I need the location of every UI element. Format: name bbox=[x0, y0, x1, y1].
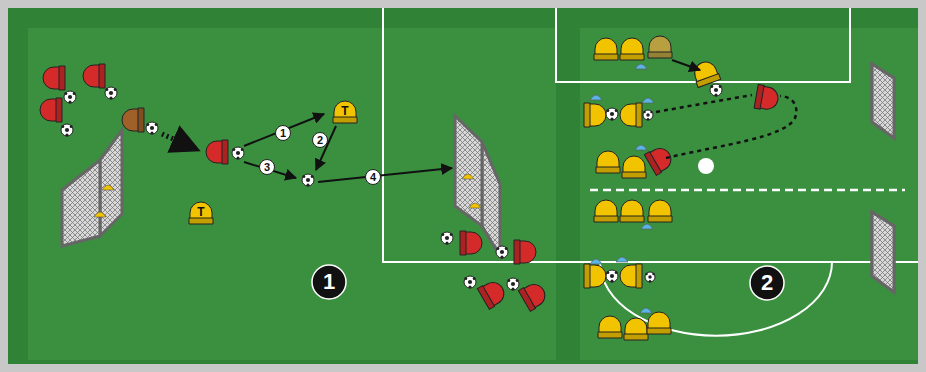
player bbox=[644, 144, 675, 176]
cone bbox=[635, 145, 647, 150]
callout-circle: 4 bbox=[365, 169, 381, 185]
ball bbox=[507, 278, 519, 291]
ball bbox=[464, 276, 476, 289]
movement-line bbox=[656, 95, 752, 112]
section-number-text: 2 bbox=[761, 272, 773, 294]
pitch bbox=[8, 8, 918, 364]
cone bbox=[590, 95, 602, 100]
player bbox=[43, 66, 65, 90]
player bbox=[620, 200, 644, 222]
callout-number: 1 bbox=[280, 128, 286, 139]
player bbox=[754, 84, 780, 111]
movement-line bbox=[672, 60, 700, 70]
goal bbox=[455, 116, 500, 256]
cone bbox=[462, 174, 474, 179]
player bbox=[584, 103, 606, 127]
player bbox=[622, 156, 646, 178]
player bbox=[620, 103, 642, 127]
ball bbox=[302, 174, 314, 187]
player bbox=[620, 264, 642, 288]
trainer-mark: T bbox=[341, 105, 348, 117]
player bbox=[594, 38, 618, 60]
callout-number: 4 bbox=[370, 172, 376, 183]
cone bbox=[616, 257, 628, 262]
movement-line bbox=[666, 96, 796, 158]
cone bbox=[102, 185, 114, 190]
goal bbox=[872, 64, 894, 292]
player bbox=[477, 278, 508, 310]
ball bbox=[645, 272, 655, 283]
cone bbox=[641, 224, 653, 229]
callout-number: 2 bbox=[317, 135, 323, 146]
cone bbox=[94, 212, 106, 217]
player bbox=[122, 108, 144, 132]
ball bbox=[606, 108, 618, 121]
player bbox=[518, 280, 549, 312]
player bbox=[594, 200, 618, 222]
player bbox=[648, 36, 672, 58]
centre-spot bbox=[698, 158, 714, 174]
player bbox=[624, 318, 648, 340]
section-number: 1 bbox=[312, 265, 346, 299]
player bbox=[460, 231, 482, 255]
cone bbox=[640, 308, 652, 313]
ball bbox=[146, 122, 158, 135]
trainer-player: T bbox=[188, 201, 214, 225]
player bbox=[40, 98, 62, 122]
trainer-player: T bbox=[332, 100, 358, 124]
ball bbox=[710, 84, 722, 97]
cone bbox=[642, 98, 654, 103]
callout-circle: 1 bbox=[275, 125, 291, 141]
player bbox=[691, 59, 721, 88]
ball bbox=[606, 270, 618, 283]
player bbox=[584, 264, 606, 288]
cone bbox=[635, 64, 647, 69]
movement-line bbox=[162, 134, 198, 150]
player bbox=[83, 64, 105, 88]
ball bbox=[64, 91, 76, 104]
ball bbox=[441, 232, 453, 245]
movement-line bbox=[244, 162, 296, 178]
ball bbox=[232, 147, 244, 160]
callout-circle: 3 bbox=[259, 159, 275, 175]
area-panel bbox=[28, 28, 556, 360]
section-number: 2 bbox=[750, 266, 784, 300]
trainer-mark: T bbox=[197, 206, 204, 218]
player bbox=[620, 38, 644, 60]
ball bbox=[496, 246, 508, 259]
cone bbox=[469, 203, 481, 208]
callout-circle: 2 bbox=[312, 132, 328, 148]
player bbox=[598, 316, 622, 338]
player bbox=[514, 240, 536, 264]
section-number-text: 1 bbox=[323, 271, 335, 293]
field-line bbox=[383, 8, 918, 262]
player bbox=[596, 151, 620, 173]
player bbox=[648, 200, 672, 222]
movement-line bbox=[318, 168, 452, 182]
player bbox=[647, 312, 671, 334]
goal bbox=[62, 130, 122, 246]
field-line bbox=[590, 189, 905, 192]
goal bbox=[872, 64, 894, 292]
area-panel bbox=[580, 28, 918, 360]
callout-number: 3 bbox=[264, 162, 270, 173]
player bbox=[206, 140, 228, 164]
ball bbox=[643, 110, 653, 121]
ball bbox=[105, 87, 117, 100]
cone bbox=[590, 259, 602, 264]
ball bbox=[61, 124, 73, 137]
